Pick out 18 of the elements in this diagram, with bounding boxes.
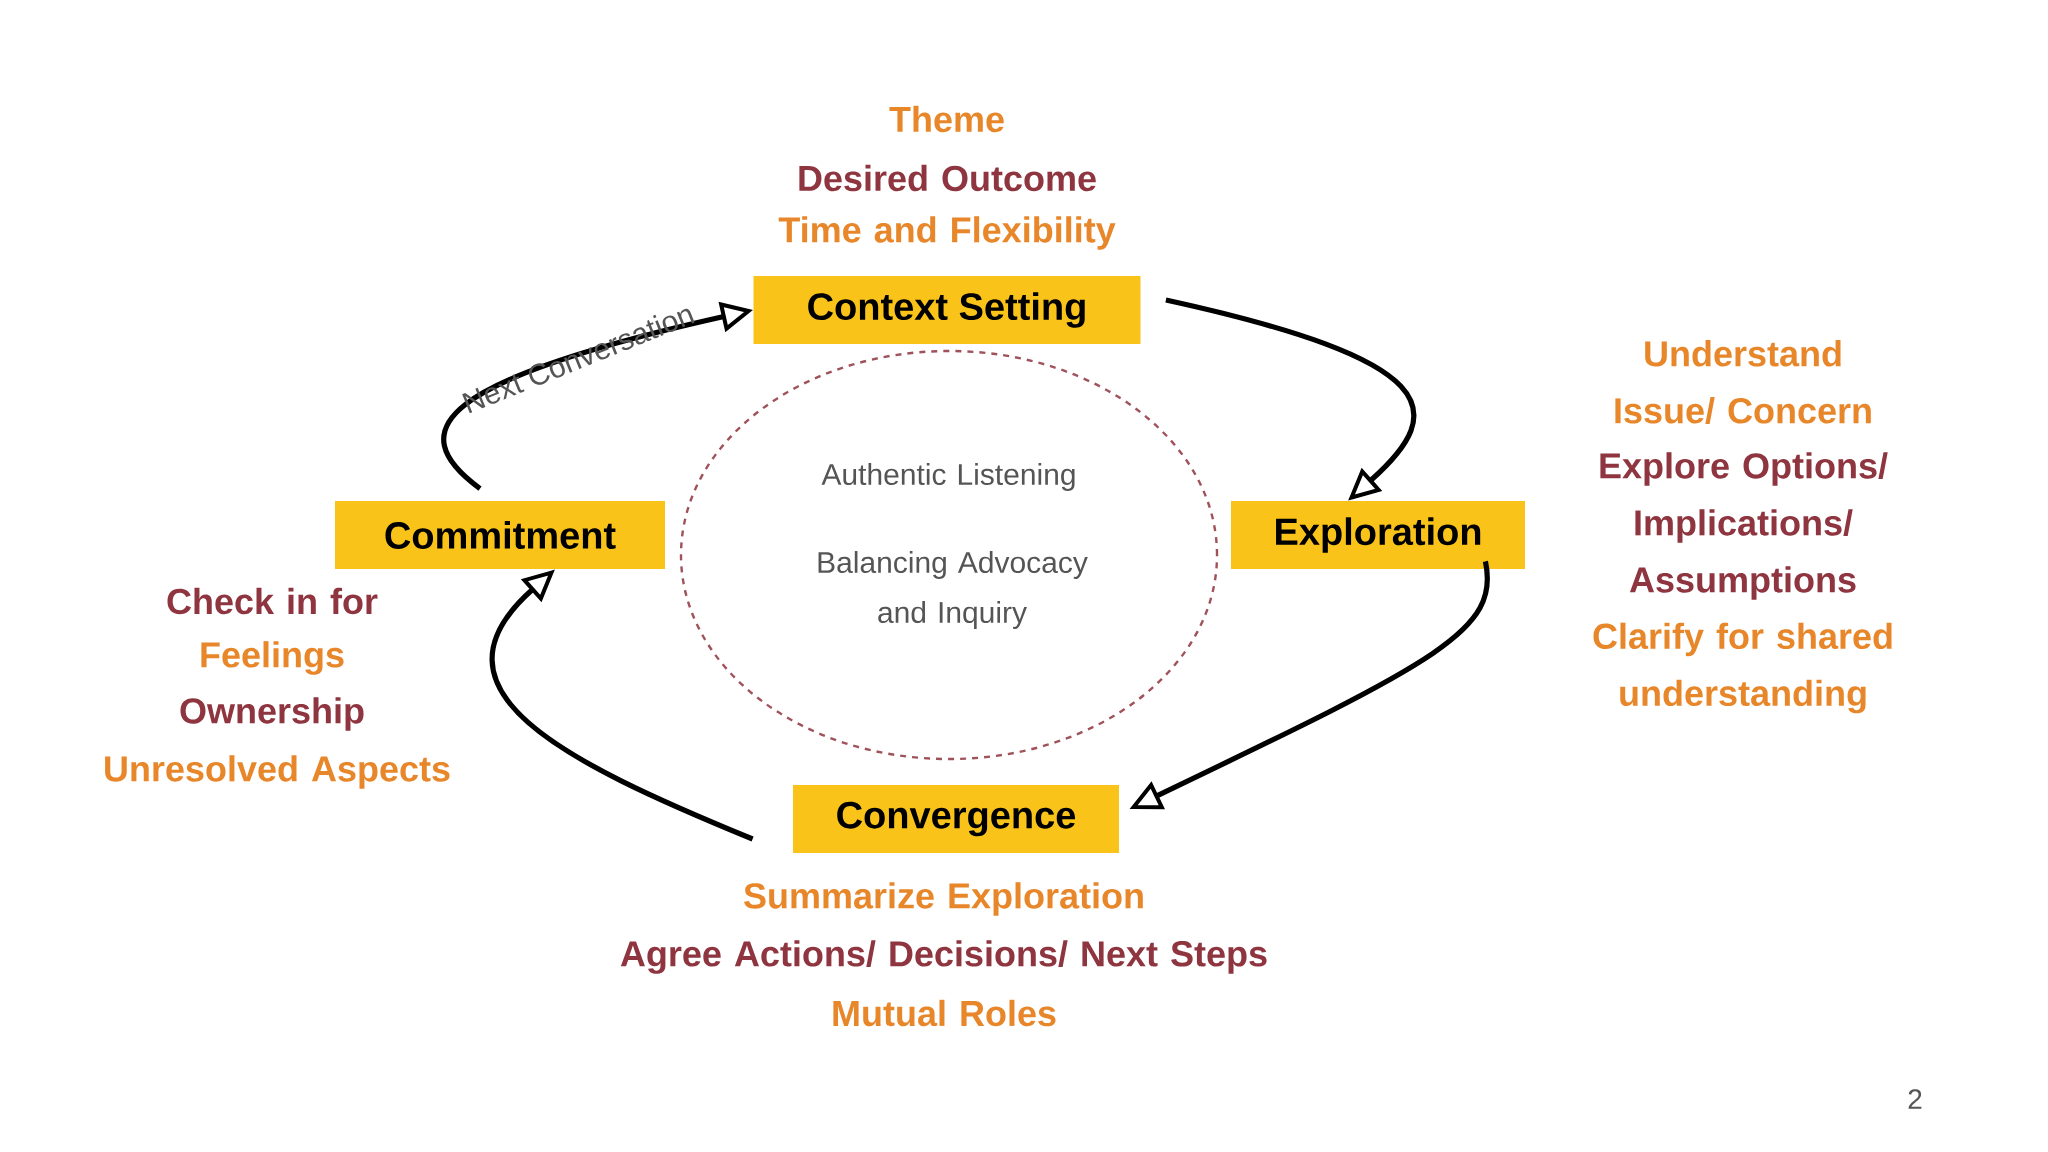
- stage-box: Commitment: [335, 501, 665, 569]
- stage-note: Explore Options/ Implications/ Assumptions: [1600, 452, 1888, 600]
- stage-note: Time and Flexibility: [778, 216, 1116, 250]
- stage-box: Convergence: [793, 785, 1119, 853]
- stage-note: Summarize Exploration: [744, 882, 1143, 916]
- stage-box: Context Setting: [753, 276, 1141, 344]
- stage-note: Understand Issue/ Concern: [1615, 340, 1871, 424]
- stage-note: Mutual Roles: [833, 999, 1056, 1027]
- stage-note: Check in for: [167, 587, 378, 615]
- stage-note: Desired Outcome: [799, 164, 1096, 192]
- stage-note: Theme: [889, 105, 1004, 133]
- stage-box: Exploration: [1231, 501, 1525, 569]
- stage-note: Ownership: [180, 697, 364, 731]
- stage-note: Clarify for shared understanding: [1593, 622, 1892, 714]
- page-number: 2: [1908, 1089, 1922, 1109]
- stage-note: Unresolved Aspects: [105, 755, 450, 789]
- stage-note: Feelings: [201, 641, 344, 675]
- stage-note: Agree Actions/ Decisions/ Next Steps: [620, 940, 1267, 974]
